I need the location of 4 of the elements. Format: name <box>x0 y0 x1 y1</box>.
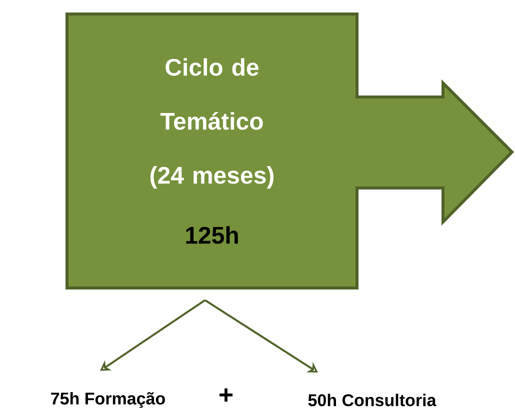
caption-text: 50h Consultoria <box>308 394 436 406</box>
plus-sign: + <box>220 388 233 402</box>
arrow-box: Ciclo de Temático (24 meses) 125h <box>66 12 514 290</box>
caption-text: 75h Formação <box>51 392 165 408</box>
